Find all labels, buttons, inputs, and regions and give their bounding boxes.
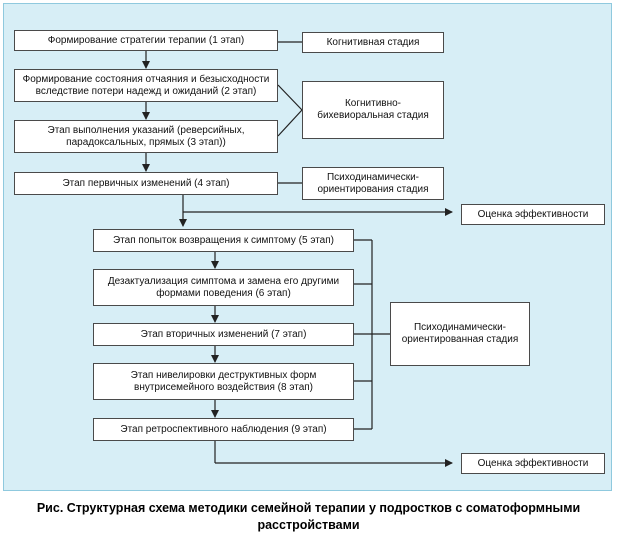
stage-box-5: Этап попыток возвращения к симптому (5 э…	[93, 229, 354, 252]
caption-line-2: расстройствами	[257, 518, 360, 532]
evaluation-box-1: Оценка эффективности	[461, 204, 605, 225]
stage-box-4: Этап первичных изменений (4 этап)	[14, 172, 278, 195]
evaluation-box-2: Оценка эффективности	[461, 453, 605, 474]
phase-cognitive: Когнитивная стадия	[302, 32, 444, 53]
stage-box-2: Формирование состояния отчаяния и безысх…	[14, 69, 278, 102]
phase-cognitive-behavioral: Когнитивно-бихевиоральная стадия	[302, 81, 444, 139]
figure-caption: Рис. Структурная схема методики семейной…	[0, 500, 617, 534]
stage-box-9: Этап ретроспективного наблюдения (9 этап…	[93, 418, 354, 441]
stage-box-6: Дезактуализация симптома и замена его др…	[93, 269, 354, 306]
stage-box-3: Этап выполнения указаний (реверсийных, п…	[14, 120, 278, 153]
phase-psychodynamic-orienting: Психодинамически-ориентирования стадия	[302, 167, 444, 200]
phase-psychodynamic-oriented: Психодинамически-ориентированная стадия	[390, 302, 530, 366]
connector-lines	[142, 41, 453, 467]
stage-box-1: Формирование стратегии терапии (1 этап)	[14, 30, 278, 51]
stage-box-8: Этап нивелировки деструктивных форм внут…	[93, 363, 354, 400]
caption-line-1: Рис. Структурная схема методики семейной…	[36, 501, 581, 515]
stage-box-7: Этап вторичных изменений (7 этап)	[93, 323, 354, 346]
